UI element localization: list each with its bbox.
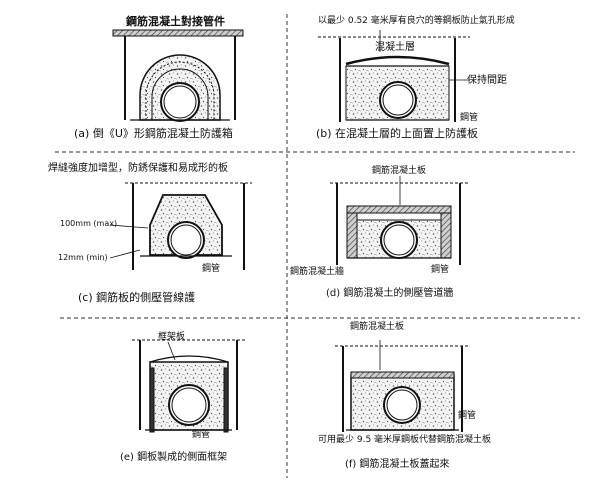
panel-c-label-min: 12mm (min) (58, 253, 108, 262)
panel-d-label-wall: 鋼筋混凝土牆 (290, 267, 345, 277)
panel-d-label-pipe: 鋼管 (431, 265, 450, 275)
panel-c-label-pipe: 鋼管 (202, 264, 221, 274)
panel-b-label-pipe: 鋼管 (460, 113, 479, 123)
panel-e-label-pipe: 鋼管 (192, 430, 211, 440)
panel-a-drawing (112, 29, 244, 122)
panel-b-header: 以最少 0.52 毫米厚有良穴的等鋼板防止氣孔形成 (318, 16, 515, 26)
panel-a-title: 鋼筋混凝土對接管件 (126, 15, 225, 28)
panel-e-caption: (e) 鋼板製成的側面框架 (120, 452, 228, 463)
panel-d-drawing (330, 176, 468, 265)
panel-e-drawing (132, 339, 245, 433)
panel-b-caption: (b) 在混凝土層的上面置上防護板 (316, 127, 479, 140)
panel-e-label-top: 框架板 (158, 332, 186, 342)
panel-f-drawing (335, 340, 470, 432)
panel-c-header: 焊縫強度加增型，防銹保護和易成形的板 (48, 163, 228, 174)
panel-b-label-concrete: 混凝土層 (375, 42, 415, 53)
panel-d-caption: (d) 鋼筋混凝土的側壓管道牆 (326, 288, 454, 299)
panel-d-label-top: 鋼筋混凝土板 (372, 166, 427, 176)
panel-f-label-top: 鋼筋混凝土板 (350, 322, 405, 332)
panel-c-drawing (109, 182, 252, 270)
panel-f-label-pipe: 鋼管 (458, 411, 477, 421)
panel-dividers (55, 14, 580, 478)
panel-c-label-max: 100mm (max) (60, 219, 118, 228)
panel-a-caption: (a) 倒《U》形鋼筋混凝土防護箱 (74, 127, 233, 140)
panel-c-caption: (c) 鋼筋板的側壓管線護 (78, 291, 196, 304)
panel-b-label-gap: 保持間距 (467, 75, 507, 86)
panel-f-label-bottom: 可用最少 9.5 毫米厚鋼板代替鋼筋混凝土板 (318, 435, 492, 445)
panel-b-drawing (318, 30, 470, 122)
panel-f-caption: (f) 鋼筋混凝土板蓋起來 (345, 459, 450, 470)
